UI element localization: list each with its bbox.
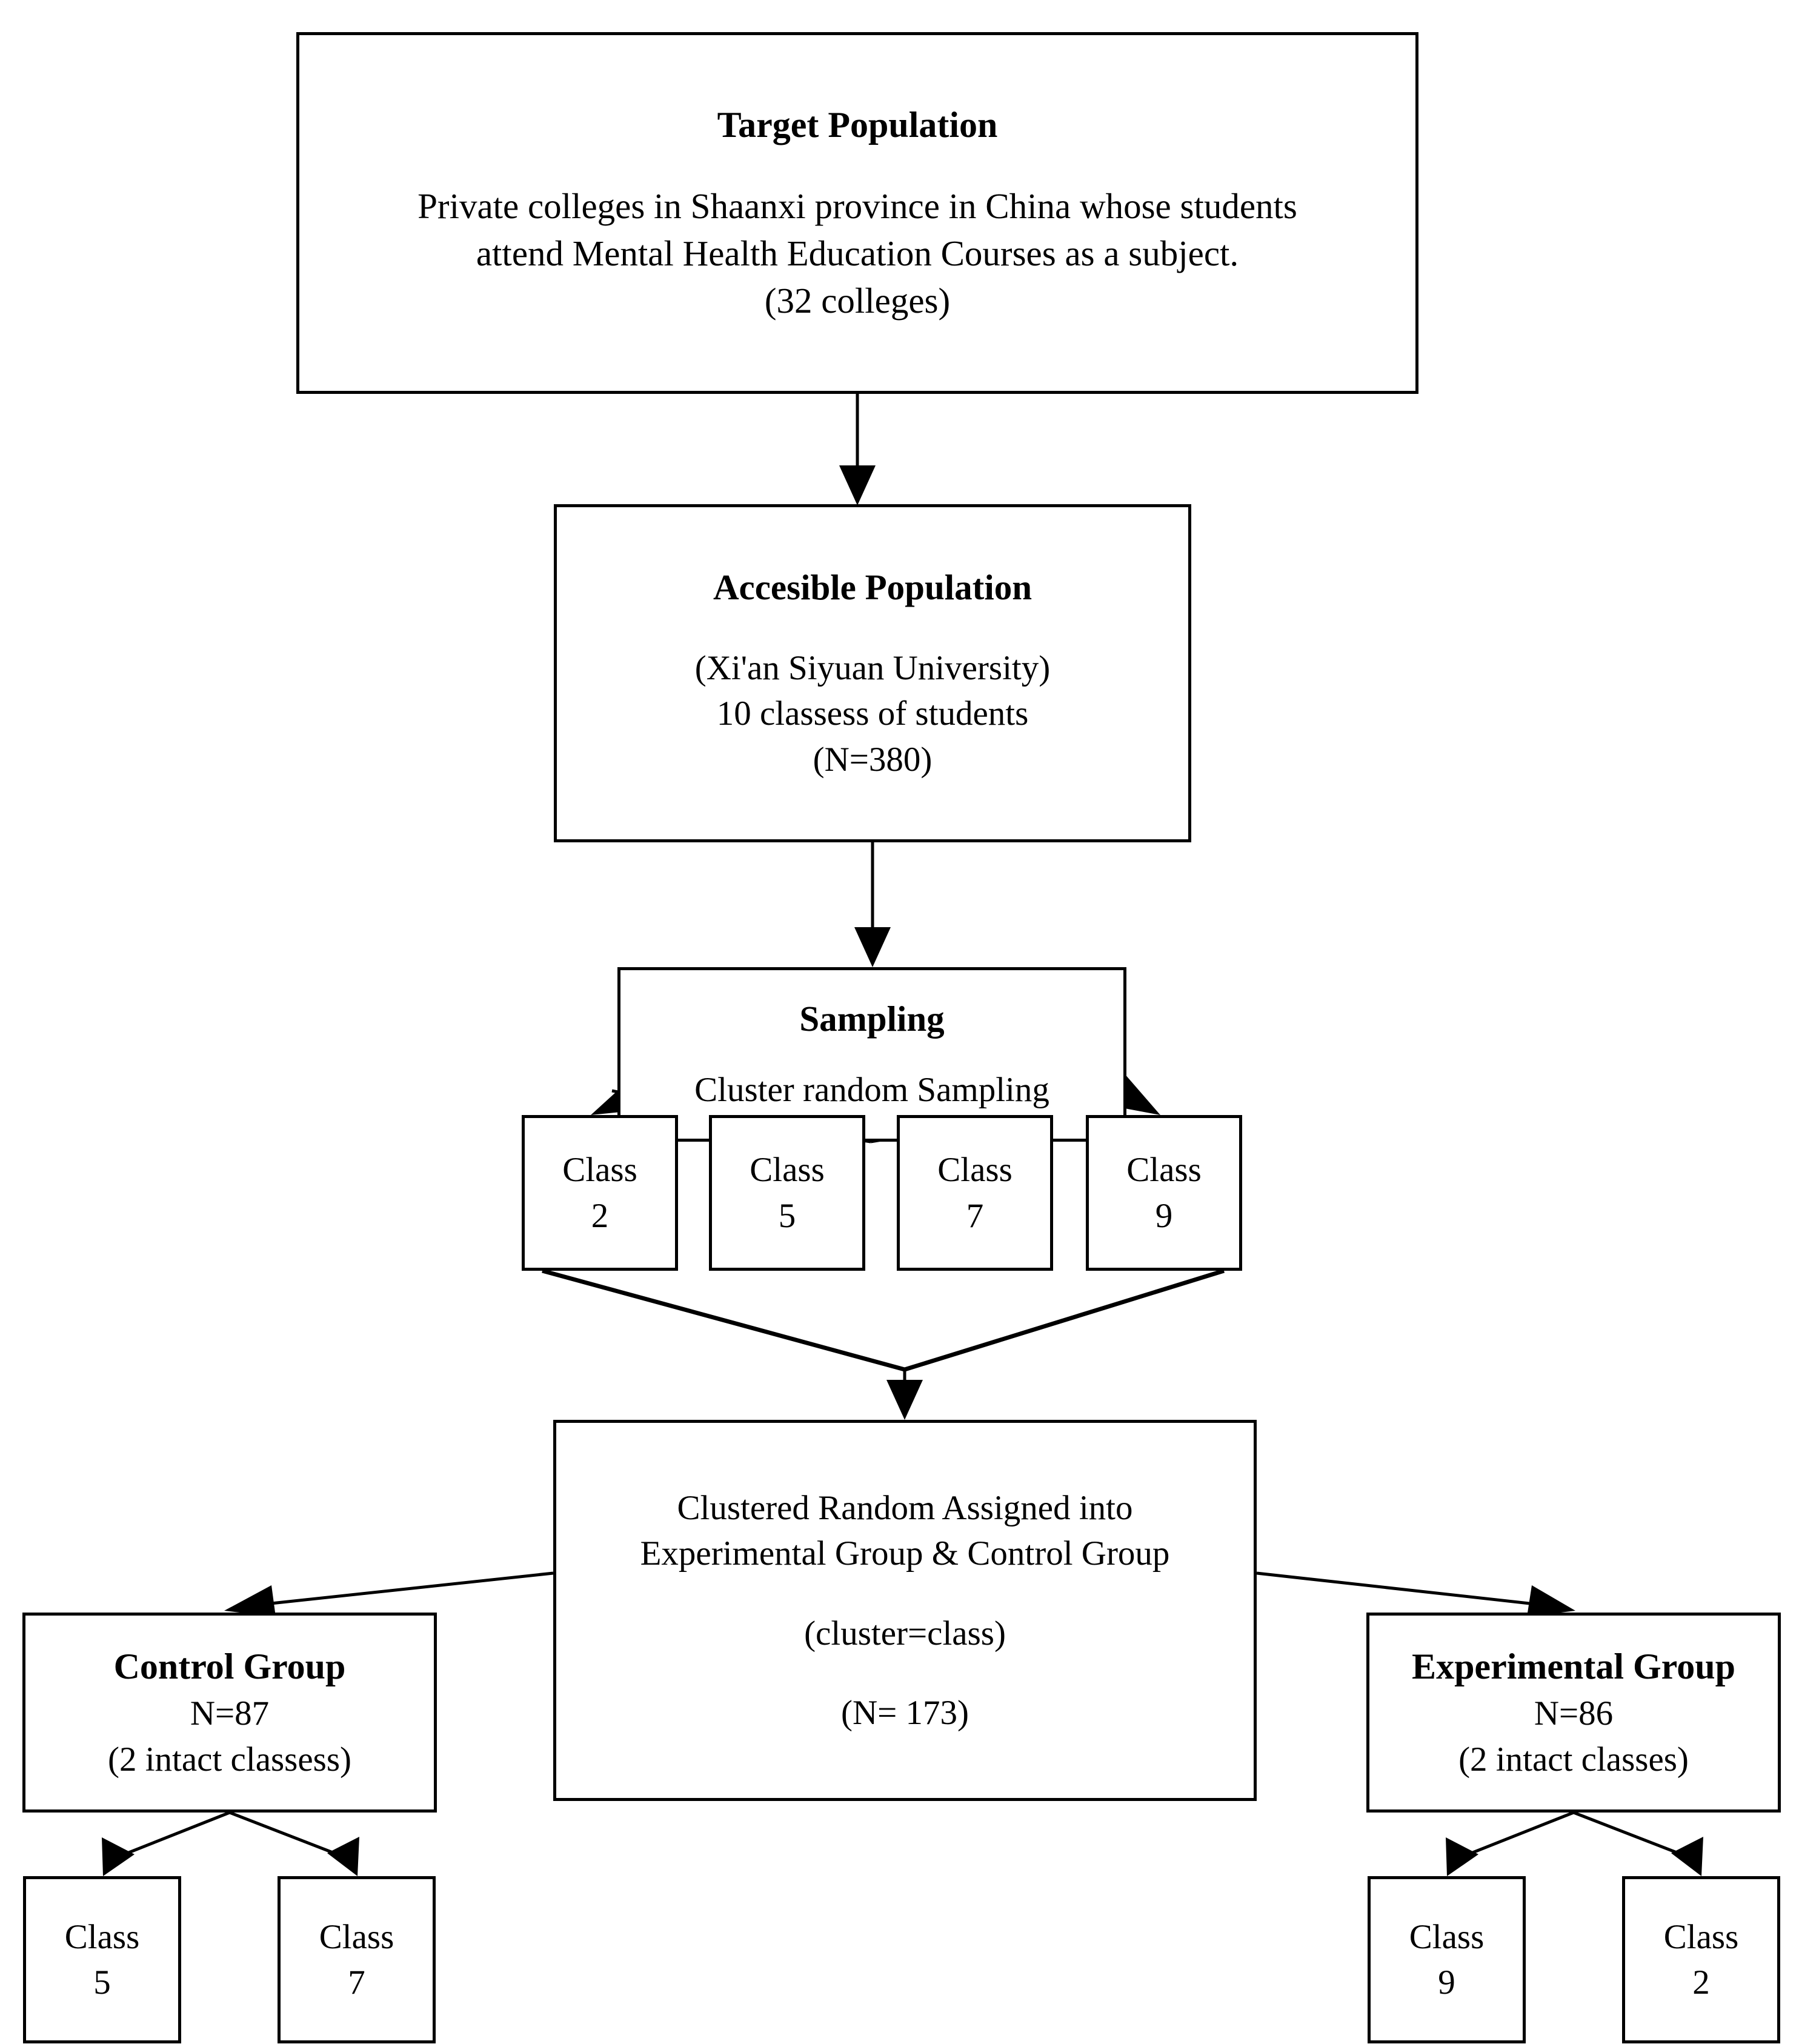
class-number: 5 [778, 1196, 796, 1235]
class-label: Class [1409, 1917, 1485, 1956]
target-population-line-2: attend Mental Health Education Courses a… [476, 233, 1239, 274]
class-number: 2 [1692, 1963, 1710, 2002]
experimental-group-line-2: (2 intact classes) [1458, 1740, 1689, 1779]
accessible-population-line-2: 10 classess of students [716, 694, 1029, 733]
class-number: 9 [1155, 1196, 1173, 1235]
control-group-line-2: (2 intact classess) [107, 1740, 352, 1779]
edge-control-to-class-7 [229, 1811, 359, 1876]
class-number: 7 [348, 1963, 365, 2002]
node-control-class-5: Class 5 [23, 1876, 181, 2043]
class-label: Class [1663, 1917, 1739, 1956]
node-sampled-class-7: Class 7 [897, 1115, 1053, 1271]
class-number: 5 [93, 1963, 111, 2002]
class-label: Class [319, 1917, 394, 1956]
node-control-group: Control Group N=87 (2 intact classess) [22, 1613, 437, 1813]
class-label: Class [937, 1151, 1013, 1190]
class-number: 9 [1438, 1963, 1455, 2002]
assignment-line-4: (N= 173) [840, 1693, 969, 1732]
class-label: Class [64, 1917, 140, 1956]
class-label: Class [1126, 1151, 1202, 1190]
target-population-line-1: Private colleges in Shaanxi province in … [417, 186, 1297, 227]
accessible-population-line-1: (Xi'an Siyuan University) [694, 649, 1051, 688]
target-population-line-3: (32 colleges) [764, 281, 951, 321]
node-control-class-7: Class 7 [278, 1876, 436, 2043]
class-label: Class [562, 1151, 637, 1190]
class-number: 7 [966, 1196, 984, 1235]
target-population-title: Target Population [717, 105, 998, 145]
node-target-population: Target Population Private colleges in Sh… [296, 32, 1418, 394]
control-group-line-1: N=87 [190, 1694, 270, 1733]
edge-assignment-to-experimental-group [1256, 1571, 1575, 1617]
node-experimental-group: Experimental Group N=86 (2 intact classe… [1366, 1613, 1781, 1813]
accessible-population-title: Accesible Population [713, 567, 1033, 608]
node-experimental-class-9: Class 9 [1368, 1876, 1526, 2043]
node-sampling: Sampling Cluster random Sampling [617, 967, 1126, 1142]
edge-assignment-to-control-group [224, 1571, 554, 1617]
edge-experimental-to-class-9 [1446, 1811, 1574, 1876]
edge-control-to-class-5 [102, 1811, 230, 1876]
assignment-line-1: Clustered Random Assigned into [677, 1489, 1133, 1528]
edge-accessible-to-sampling [854, 842, 891, 967]
node-sampled-class-2: Class 2 [522, 1115, 678, 1271]
node-sampled-class-9: Class 9 [1086, 1115, 1242, 1271]
class-number: 2 [591, 1196, 609, 1235]
class-label: Class [750, 1151, 825, 1190]
control-group-title: Control Group [113, 1646, 346, 1687]
node-sampled-class-5: Class 5 [709, 1115, 865, 1271]
node-accessible-population: Accesible Population (Xi'an Siyuan Unive… [554, 504, 1191, 842]
node-assignment: Clustered Random Assigned into Experimen… [553, 1420, 1257, 1801]
edge-experimental-to-class-2 [1573, 1811, 1703, 1876]
edge-target-to-accessible [839, 394, 876, 505]
assignment-line-2: Experimental Group & Control Group [640, 1534, 1170, 1573]
sampling-title: Sampling [799, 999, 945, 1039]
assignment-line-3: (cluster=class) [804, 1614, 1006, 1653]
experimental-group-line-1: N=86 [1534, 1694, 1614, 1733]
experimental-group-title: Experimental Group [1412, 1646, 1735, 1687]
accessible-population-line-3: (N=380) [813, 740, 933, 779]
edge-classes-to-assignment [542, 1268, 1225, 1420]
sampling-line-1: Cluster random Sampling [694, 1071, 1049, 1110]
node-experimental-class-2: Class 2 [1622, 1876, 1780, 2043]
